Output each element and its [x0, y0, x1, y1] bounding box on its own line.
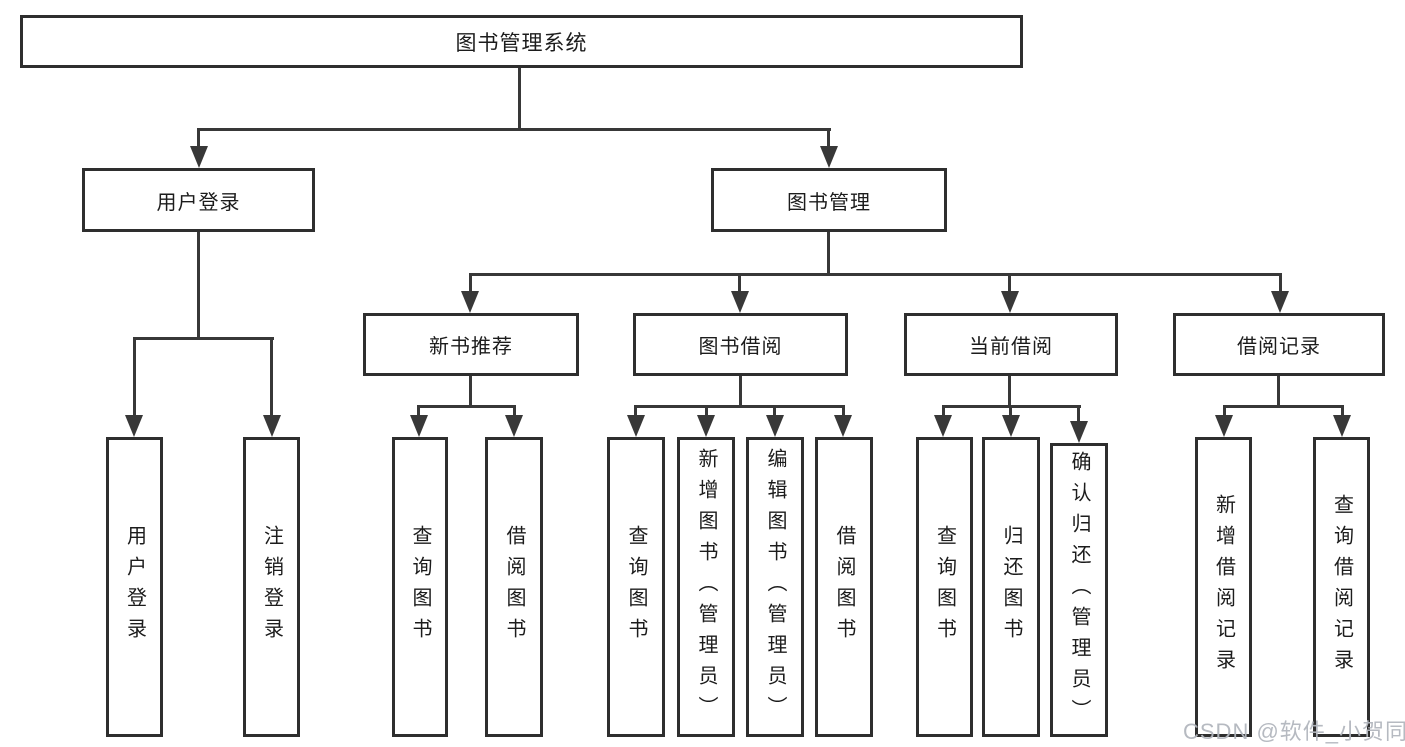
- leaf-add-books-admin: 新增图书（管理员）: [677, 437, 735, 737]
- arrow-down-icon: [505, 415, 523, 437]
- connector: [197, 128, 831, 131]
- connector: [469, 273, 472, 293]
- connector: [1341, 405, 1344, 417]
- arrow-down-icon: [1002, 415, 1020, 437]
- arrow-down-icon: [263, 415, 281, 437]
- leaf-borrow-books-recommend: 借阅图书: [485, 437, 543, 737]
- connector: [1009, 405, 1012, 417]
- connector: [1008, 376, 1011, 405]
- arrow-down-icon: [1215, 415, 1233, 437]
- arrow-down-icon: [766, 415, 784, 437]
- node-user-login: 用户登录: [82, 168, 315, 232]
- leaf-confirm-return-admin: 确认归还（管理员）: [1050, 443, 1108, 737]
- arrow-down-icon: [820, 146, 838, 168]
- arrow-down-icon: [125, 415, 143, 437]
- connector: [1279, 273, 1282, 293]
- connector: [1077, 405, 1080, 423]
- arrow-down-icon: [834, 415, 852, 437]
- arrow-down-icon: [731, 291, 749, 313]
- arrow-down-icon: [1271, 291, 1289, 313]
- node-borrow-records: 借阅记录: [1173, 313, 1385, 376]
- leaf-borrow-books: 借阅图书: [815, 437, 873, 737]
- arrow-down-icon: [934, 415, 952, 437]
- connector: [827, 232, 830, 273]
- connector: [705, 405, 708, 417]
- connector: [634, 405, 637, 417]
- connector: [133, 337, 136, 417]
- leaf-query-books-borrow: 查询图书: [607, 437, 665, 737]
- csdn-watermark: CSDN @软件_小贺同学: [1183, 719, 1405, 744]
- leaf-add-borrow-record: 新增借阅记录: [1195, 437, 1252, 737]
- connector: [518, 68, 521, 128]
- connector: [773, 405, 776, 417]
- node-library-system: 图书管理系统: [20, 15, 1023, 68]
- connector: [417, 405, 420, 417]
- node-current-borrow: 当前借阅: [904, 313, 1118, 376]
- connector: [197, 232, 200, 337]
- arrow-down-icon: [190, 146, 208, 168]
- connector: [942, 405, 945, 417]
- connector: [738, 273, 741, 293]
- leaf-query-books-recommend: 查询图书: [392, 437, 448, 737]
- connector: [827, 128, 830, 150]
- connector: [469, 273, 1282, 276]
- connector: [270, 337, 273, 417]
- connector: [1008, 273, 1011, 293]
- arrow-down-icon: [697, 415, 715, 437]
- node-book-borrow: 图书借阅: [633, 313, 848, 376]
- arrow-down-icon: [1333, 415, 1351, 437]
- connector: [1223, 405, 1344, 408]
- connector: [197, 128, 200, 150]
- arrow-down-icon: [410, 415, 428, 437]
- arrow-down-icon: [1001, 291, 1019, 313]
- node-book-management: 图书管理: [711, 168, 947, 232]
- connector: [842, 405, 845, 417]
- arrow-down-icon: [461, 291, 479, 313]
- connector: [1223, 405, 1226, 417]
- connector: [133, 337, 274, 340]
- leaf-user-login: 用户登录: [106, 437, 163, 737]
- connector: [739, 376, 742, 405]
- leaf-edit-books-admin: 编辑图书（管理员）: [746, 437, 804, 737]
- leaf-query-borrow-record: 查询借阅记录: [1313, 437, 1370, 737]
- connector: [1277, 376, 1280, 405]
- arrow-down-icon: [627, 415, 645, 437]
- leaf-return-books: 归还图书: [982, 437, 1040, 737]
- connector: [513, 405, 516, 417]
- leaf-query-books-current: 查询图书: [916, 437, 973, 737]
- connector: [417, 405, 516, 408]
- connector: [469, 376, 472, 405]
- node-new-book-recommend: 新书推荐: [363, 313, 579, 376]
- leaf-logout: 注销登录: [243, 437, 300, 737]
- arrow-down-icon: [1070, 421, 1088, 443]
- connector: [634, 405, 845, 408]
